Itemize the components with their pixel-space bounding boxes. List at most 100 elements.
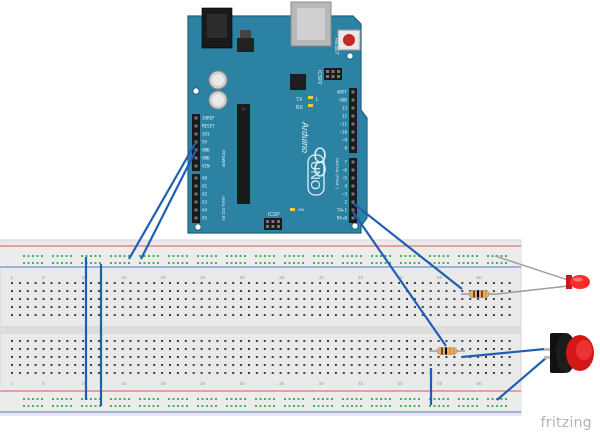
breadboard-hole (406, 306, 408, 308)
rail-hole (152, 262, 155, 264)
rail-hole (302, 405, 304, 407)
rail-hole (143, 398, 146, 400)
breadboard-hole (192, 356, 195, 358)
rail-hole (94, 405, 97, 407)
rail-hole (128, 398, 130, 400)
rail-hole (458, 398, 460, 400)
breadboard-hole (398, 348, 401, 350)
icsp-pin (271, 220, 275, 223)
mount-hole (192, 87, 200, 95)
breadboard-hole (58, 364, 61, 366)
rail-hole (288, 255, 291, 257)
icsp-pin (266, 225, 269, 228)
breadboard-hole (121, 364, 124, 366)
breadboard-hole (500, 282, 503, 284)
breadboard-hole (342, 372, 345, 374)
breadboard-hole (74, 282, 77, 284)
breadboard-hole (192, 348, 195, 350)
column-number: 50 (398, 275, 404, 280)
rail-hole (41, 262, 43, 264)
rail-hole (61, 405, 63, 407)
rail-hole (273, 398, 275, 400)
breadboard-hole (18, 314, 21, 316)
breadboard-hole (216, 364, 219, 366)
rail-hole (476, 255, 478, 257)
breadboard-hole (153, 364, 156, 366)
icsp-pin (331, 75, 335, 78)
column-number: 10 (82, 381, 88, 386)
breadboard-hole (240, 282, 243, 284)
breadboard-hole (295, 356, 298, 358)
breadboard-hole (492, 364, 495, 366)
pin-label: AREF (337, 90, 348, 95)
column-number: 25 (200, 275, 206, 280)
rail-hole (375, 262, 378, 264)
breadboard-hole (240, 340, 243, 342)
breadboard-hole (374, 348, 377, 350)
breadboard-hole (248, 290, 250, 292)
rail-hole (36, 262, 39, 264)
breadboard-hole (263, 306, 266, 308)
breadboard-hole (485, 298, 487, 300)
rail-hole (181, 255, 184, 257)
column-number: 30 (240, 275, 246, 280)
breadboard-hole (137, 364, 140, 366)
rail-hole (264, 398, 266, 400)
breadboard-hole (437, 314, 440, 316)
rail-hole (32, 255, 34, 257)
breadboard-hole (303, 314, 306, 316)
column-number: 60 (477, 275, 483, 280)
breadboard-hole (176, 364, 179, 366)
breadboard-hole (263, 340, 266, 342)
breadboard-hole (303, 364, 306, 366)
rail-hole (505, 255, 507, 257)
power-header-label: POWER (221, 150, 226, 168)
header-housing (192, 174, 200, 223)
breadboard-hole (11, 298, 13, 300)
rail-hole (375, 255, 378, 257)
breadboard-hole (303, 282, 306, 284)
breadboard-hole (82, 282, 85, 284)
breadboard-hole (271, 314, 274, 316)
rail-hole (181, 405, 184, 407)
breadboard-hole (50, 298, 53, 300)
breadboard-hole (18, 372, 21, 374)
breadboard-hole (445, 306, 448, 308)
breadboard-hole (287, 356, 290, 358)
rail-hole (491, 398, 494, 400)
breadboard-hole (216, 290, 219, 292)
breadboard-hole (437, 282, 440, 284)
rail-hole (177, 405, 179, 407)
pin-label: ~3 (342, 192, 348, 197)
rail-hole (264, 262, 266, 264)
capacitor-top (212, 74, 224, 86)
breadboard-hole (105, 282, 108, 284)
breadboard-hole (248, 282, 250, 284)
uno-label: UNO (308, 161, 323, 190)
breadboard-hole (97, 314, 100, 316)
breadboard-hole (11, 372, 13, 374)
breadboard-hole (145, 364, 148, 366)
breadboard-hole (74, 372, 77, 374)
breadboard-hole (224, 282, 227, 284)
breadboard-hole (82, 364, 85, 366)
rail-hole (259, 398, 262, 400)
rail-hole (99, 262, 101, 264)
breadboard-hole (232, 340, 235, 342)
breadboard-hole (406, 314, 408, 316)
breadboard-hole (176, 340, 179, 342)
rail-hole (215, 405, 217, 407)
rail-hole (27, 262, 30, 264)
rail-hole (201, 405, 204, 407)
breadboard-hole (421, 298, 424, 300)
rail-hole (326, 405, 329, 407)
icsp-pin (326, 70, 329, 73)
breadboard-hole (382, 356, 385, 358)
breadboard-hole (42, 348, 45, 350)
breadboard-hole (58, 314, 61, 316)
breadboard-hole (105, 340, 108, 342)
breadboard-hole (485, 372, 487, 374)
breadboard-hole (121, 372, 124, 374)
breadboard-hole (255, 356, 258, 358)
breadboard-hole (74, 356, 77, 358)
